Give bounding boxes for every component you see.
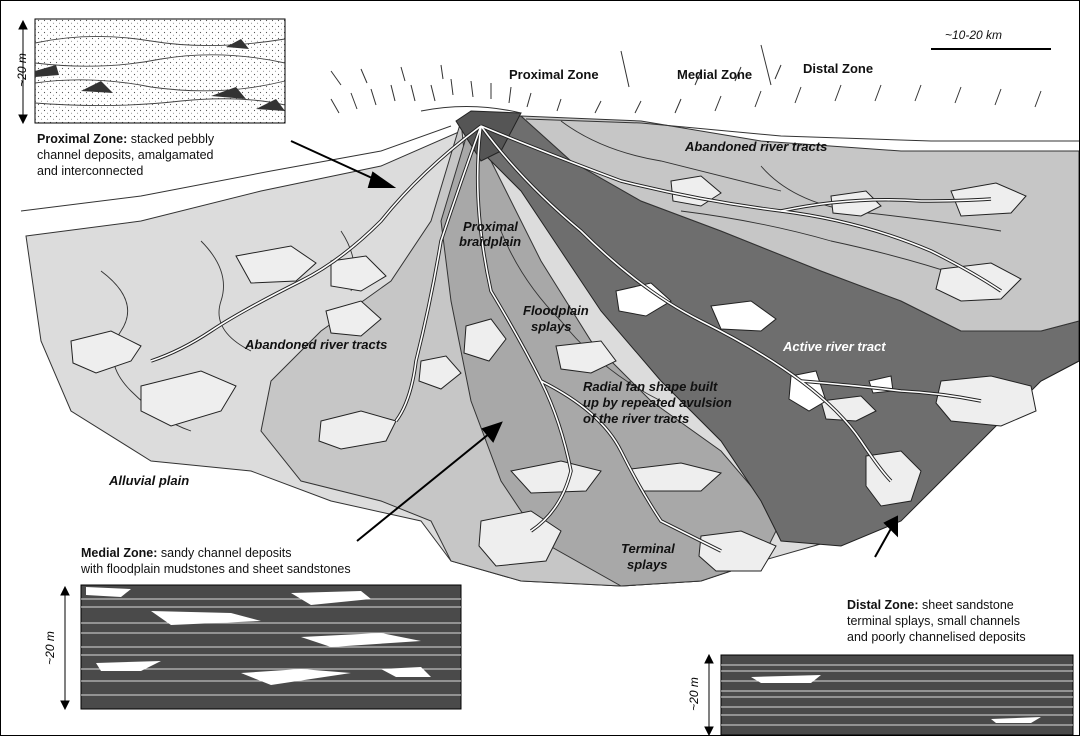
label-floodplain-1: Floodplain xyxy=(523,303,589,319)
label-terminal-2: splays xyxy=(627,557,667,573)
label-terminal-1: Terminal xyxy=(621,541,675,557)
callout-proximal-title: Proximal Zone: xyxy=(37,132,127,146)
label-radial-2: up by repeated avulsion xyxy=(583,395,732,411)
callout-medial-zone: Medial Zone: sandy channel deposits with… xyxy=(81,545,461,577)
callout-distal-zone: Distal Zone: sheet sandstone terminal sp… xyxy=(847,597,1077,645)
label-floodplain-2: splays xyxy=(531,319,571,335)
callout-proximal-line3: and interconnected xyxy=(37,163,337,179)
thickness-label-medial: ~20 m xyxy=(43,623,57,673)
callout-proximal-zone: Proximal Zone: stacked pebbly channel de… xyxy=(37,131,337,179)
medial-section-log xyxy=(81,585,461,709)
distal-section-log xyxy=(721,655,1073,735)
header-medial-zone: Medial Zone xyxy=(677,67,752,83)
callout-medial-title: Medial Zone: xyxy=(81,546,157,560)
header-distal-zone: Distal Zone xyxy=(803,61,873,77)
proximal-section-log xyxy=(35,19,285,123)
scale-bar-label: ~10-20 km xyxy=(945,27,1002,43)
label-abandoned-right: Abandoned river tracts xyxy=(685,139,827,155)
label-abandoned-left: Abandoned river tracts xyxy=(245,337,387,353)
callout-distal-line1: sheet sandstone xyxy=(919,598,1014,612)
header-proximal-zone: Proximal Zone xyxy=(509,67,599,83)
callout-distal-line2: terminal splays, small channels xyxy=(847,613,1077,629)
callout-proximal-line2: channel deposits, amalgamated xyxy=(37,147,337,163)
callout-distal-title: Distal Zone: xyxy=(847,598,919,612)
label-active-tract: Active river tract xyxy=(783,339,886,355)
label-proximal-braidplain-1: Proximal xyxy=(463,219,518,235)
callout-medial-line1: sandy channel deposits xyxy=(157,546,291,560)
callout-distal-line3: and poorly channelised deposits xyxy=(847,629,1077,645)
label-proximal-braidplain-2: braidplain xyxy=(459,234,521,250)
callout-proximal-line1: stacked pebbly xyxy=(127,132,214,146)
label-radial-3: of the river tracts xyxy=(583,411,689,427)
thickness-label-proximal: ~20 m xyxy=(15,45,29,95)
label-radial-1: Radial fan shape built xyxy=(583,379,717,395)
label-alluvial-plain: Alluvial plain xyxy=(109,473,189,489)
thickness-label-distal: ~20 m xyxy=(687,669,701,719)
callout-medial-line2: with floodplain mudstones and sheet sand… xyxy=(81,561,461,577)
